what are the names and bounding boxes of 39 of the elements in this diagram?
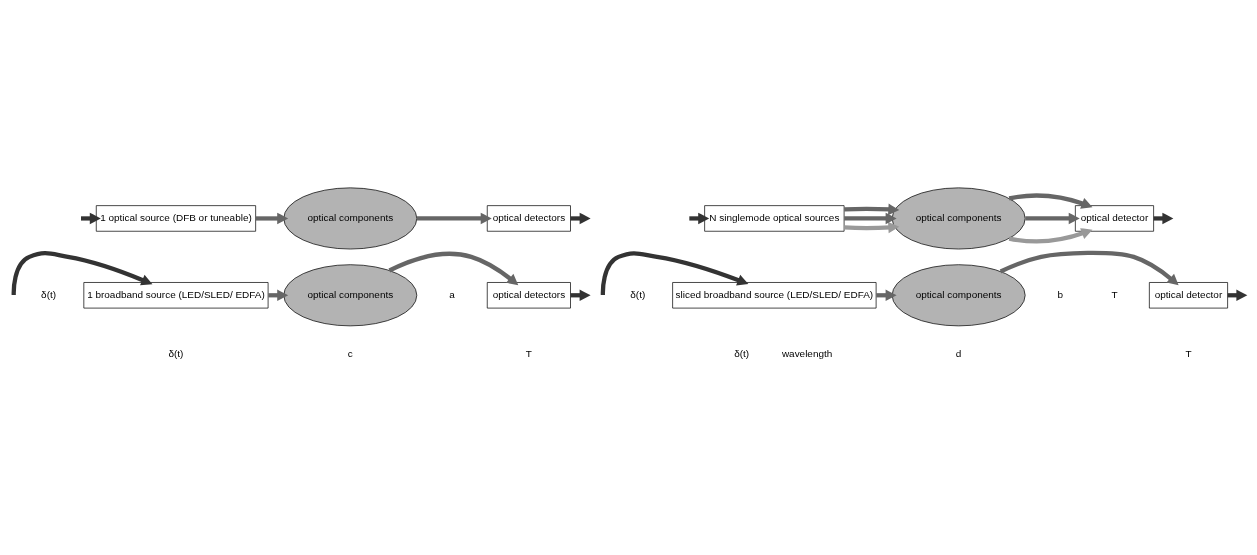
arrow <box>844 212 897 225</box>
label: wavelength <box>781 347 833 359</box>
arrow <box>1008 193 1093 209</box>
label: δ(t) <box>168 347 184 359</box>
arrow <box>844 203 900 216</box>
node-box: sliced broadband source (LED/SLED/ EDFA) <box>672 282 877 309</box>
node-ellipse: optical components <box>891 264 1026 327</box>
label: a <box>449 288 455 300</box>
arrow <box>416 212 492 225</box>
arrow <box>1025 212 1080 225</box>
arrow <box>689 212 710 225</box>
label: d <box>955 347 962 359</box>
label: b <box>1057 288 1064 300</box>
label: T <box>1185 347 1192 359</box>
arrow <box>999 250 1179 286</box>
label: δ(t) <box>41 288 57 300</box>
label: δ(t) <box>630 288 646 300</box>
arrow <box>844 221 900 234</box>
node-ellipse: optical components <box>283 187 418 250</box>
node-ellipse: optical components <box>891 187 1026 250</box>
node-ellipse: optical components <box>283 264 418 327</box>
node-box: 1 optical source (DFB or tuneable) <box>95 205 256 232</box>
arrow <box>255 212 289 225</box>
arrow <box>570 212 591 225</box>
label: δ(t) <box>734 347 750 359</box>
node-box: optical detector <box>1075 205 1154 232</box>
node-box: optical detectors <box>486 205 571 232</box>
node-box: N singlemode optical sources <box>704 205 845 232</box>
arrow <box>11 251 153 295</box>
arrow <box>1008 228 1093 244</box>
label: c <box>347 347 353 359</box>
label: T <box>1111 288 1118 300</box>
node-box: 1 broadband source (LED/SLED/ EDFA) <box>83 282 269 309</box>
node-box: optical detectors <box>486 282 571 309</box>
arrow <box>81 212 101 225</box>
arrow <box>600 251 749 295</box>
arrow <box>388 251 519 286</box>
node-box: optical detector <box>1149 282 1228 309</box>
label: T <box>525 347 532 359</box>
